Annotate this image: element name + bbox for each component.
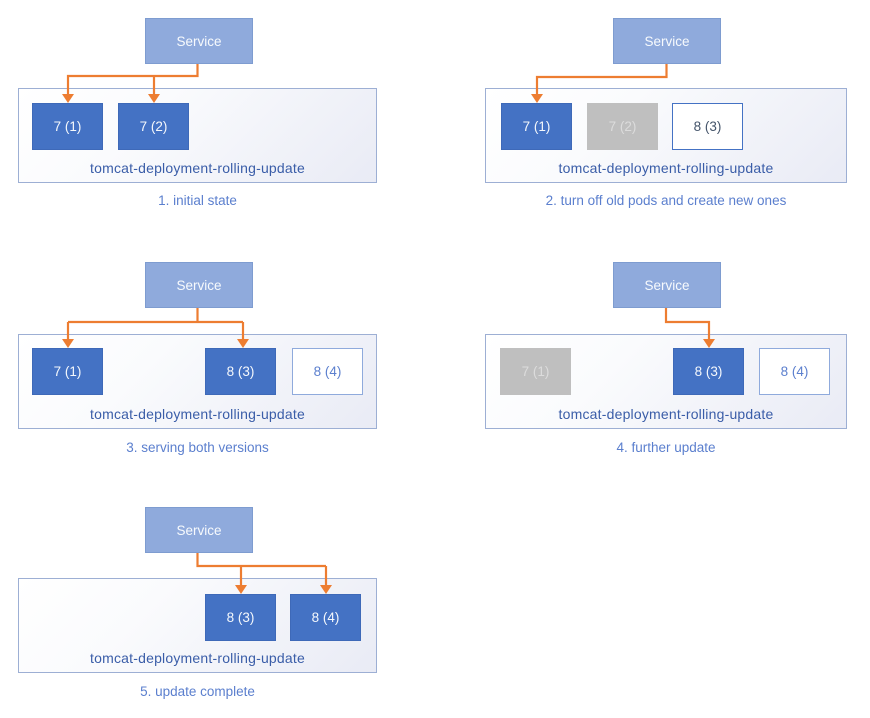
service-label: Service [176, 33, 222, 49]
service-label: Service [176, 522, 222, 538]
service-box: Service [145, 18, 253, 64]
pod: 7 (2) [587, 103, 658, 150]
pod-label: 7 (1) [53, 119, 82, 134]
pod-label: 8 (3) [226, 364, 255, 379]
service-box: Service [613, 262, 721, 308]
service-label: Service [644, 277, 690, 293]
panel-caption: 2. turn off old pods and create new ones [545, 193, 787, 208]
service-box: Service [145, 262, 253, 308]
panel-caption: 4. further update [616, 440, 716, 455]
pod: 7 (1) [500, 348, 571, 395]
pod: 7 (1) [32, 103, 103, 150]
pod-label: 7 (1) [521, 364, 550, 379]
pod-label: 8 (3) [694, 364, 723, 379]
pod: 8 (3) [673, 348, 744, 395]
pod-label: 7 (1) [53, 364, 82, 379]
deployment-label: tomcat-deployment-rolling-update [90, 406, 305, 422]
service-label: Service [176, 277, 222, 293]
panel-caption: 3. serving both versions [126, 440, 269, 455]
service-label: Service [644, 33, 690, 49]
pod-label: 8 (4) [313, 364, 342, 379]
pod: 8 (4) [292, 348, 363, 395]
panel-caption: 5. update complete [140, 684, 255, 699]
deployment-label: tomcat-deployment-rolling-update [90, 650, 305, 666]
deployment-label: tomcat-deployment-rolling-update [90, 160, 305, 176]
pod-label: 7 (2) [608, 119, 637, 134]
pod: 7 (1) [32, 348, 103, 395]
pod-label: 8 (3) [693, 119, 722, 134]
pod: 7 (1) [501, 103, 572, 150]
deployment-label: tomcat-deployment-rolling-update [558, 406, 774, 422]
pod-label: 7 (1) [522, 119, 551, 134]
panel-caption: 1. initial state [158, 193, 237, 208]
pod: 8 (3) [672, 103, 743, 150]
pod: 7 (2) [118, 103, 189, 150]
pod: 8 (4) [290, 594, 361, 641]
pod-label: 8 (4) [780, 364, 809, 379]
service-box: Service [145, 507, 253, 553]
pod: 8 (3) [205, 348, 276, 395]
deployment-label: tomcat-deployment-rolling-update [558, 160, 774, 176]
pod: 8 (4) [759, 348, 830, 395]
pod-label: 7 (2) [139, 119, 168, 134]
service-box: Service [613, 18, 721, 64]
pod-label: 8 (3) [226, 610, 255, 625]
pod: 8 (3) [205, 594, 276, 641]
pod-label: 8 (4) [311, 610, 340, 625]
